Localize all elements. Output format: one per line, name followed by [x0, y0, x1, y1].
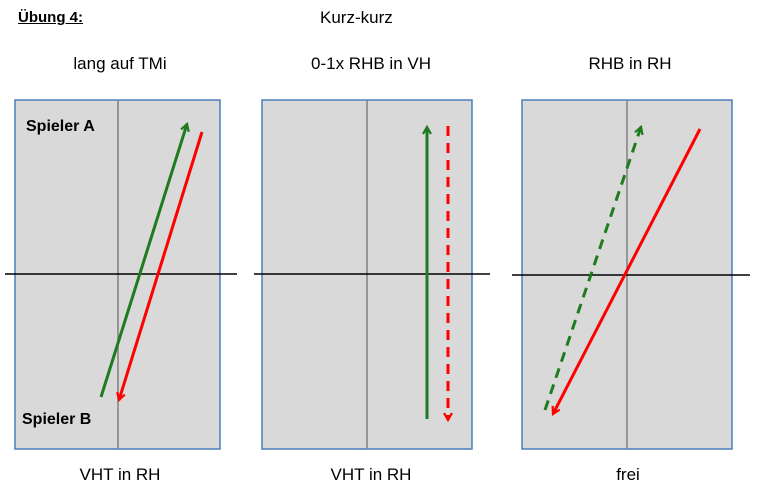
court-1-red-arrow: [119, 131, 204, 400]
court-3-red-arrow: [553, 128, 702, 414]
court-1: [5, 99, 237, 450]
court-1-green-arrow: [99, 124, 187, 398]
court-2: [254, 99, 490, 450]
diagram-title: Kurz-kurz: [320, 8, 393, 27]
court-3-top-label: RHB in RH: [588, 54, 672, 73]
court-1-top-label: lang auf TMi: [73, 54, 167, 73]
court-1-bottom-label: VHT in RH: [79, 465, 161, 484]
player-b-label: Spieler B: [22, 411, 92, 428]
court-3-bottom-label: frei: [616, 465, 640, 484]
court-2-bottom-label: VHT in RH: [330, 465, 412, 484]
player-a-label: Spieler A: [26, 118, 95, 135]
court-2-top-label: 0-1x RHB in VH: [311, 54, 431, 73]
court-3: [512, 99, 750, 450]
exercise-label: Übung 4:: [18, 9, 83, 26]
